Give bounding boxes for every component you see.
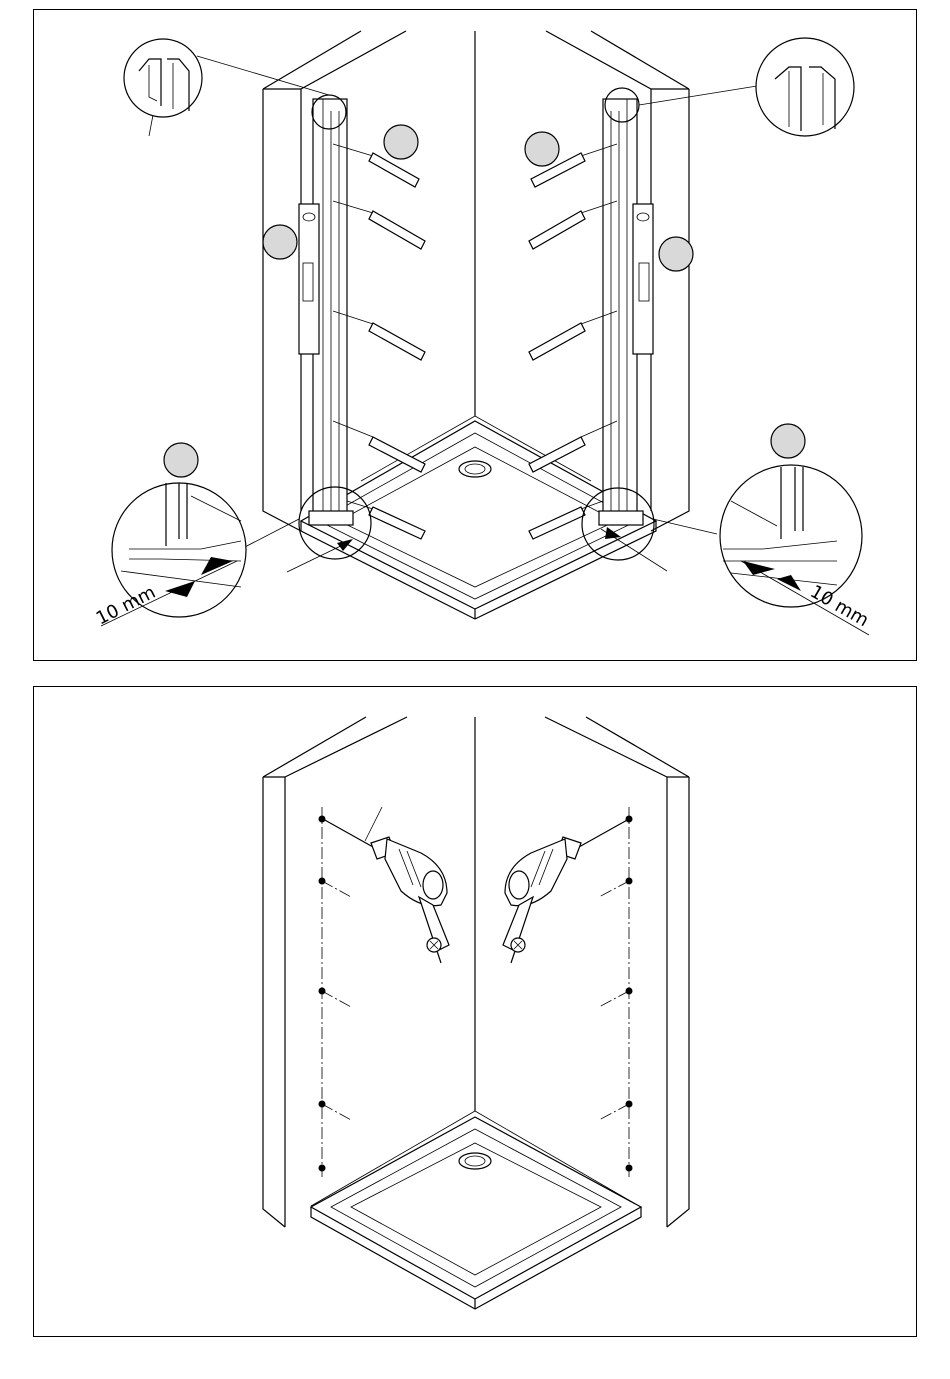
profile-detail-top-right [605, 38, 854, 136]
spirit-level-right-icon [633, 204, 653, 354]
drill-left-icon [323, 807, 449, 963]
callout-circle-plugs-right [525, 132, 559, 166]
shower-tray [311, 1117, 641, 1309]
callout-circle-plugs-left [384, 125, 418, 159]
panel-drill-holes [33, 686, 917, 1337]
panel-install-wall-profiles: 10 mm 10 mm [33, 9, 917, 661]
callout-circle-detail-bottom-right [771, 424, 805, 458]
drilling-diagram [34, 687, 918, 1338]
wall-profile-diagram: 10 mm 10 mm [34, 10, 918, 662]
callout-circle-level-left [263, 225, 297, 259]
callout-circle-level-right [659, 237, 693, 271]
callout-circle-detail-bottom-left [164, 443, 198, 477]
spirit-level-left-icon [299, 204, 319, 354]
